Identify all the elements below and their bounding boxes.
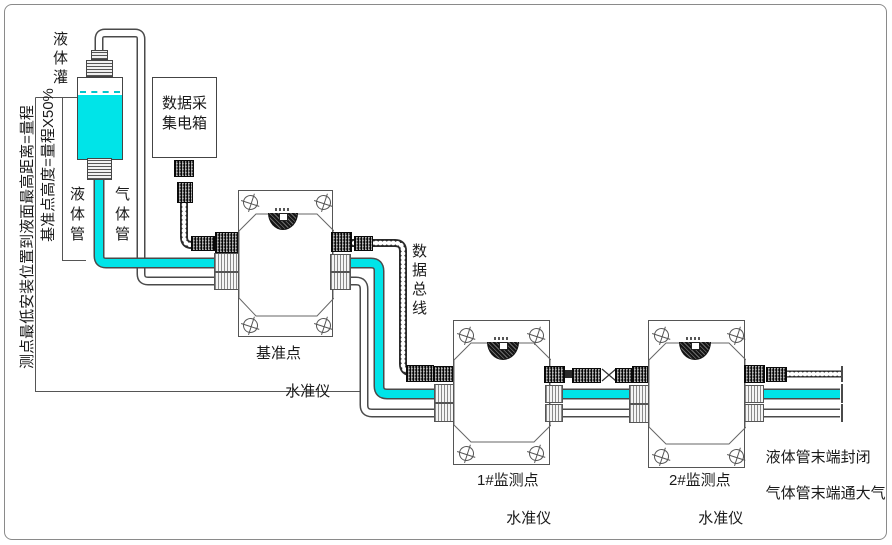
data-bus-label: 数据总线 xyxy=(410,243,427,319)
threaded-connector xyxy=(629,404,649,423)
tank-top-fitting xyxy=(86,60,113,77)
tank-liquid-surface-line xyxy=(80,91,120,93)
bolt-icon xyxy=(727,326,746,345)
data-box-label-line2: 集电箱 xyxy=(161,115,207,132)
dimension-label-range: 测点最低安装位置到液面最高距离=量程 xyxy=(19,105,36,369)
threaded-connector xyxy=(545,385,563,403)
data-acquisition-box: 数据采 集电箱 xyxy=(152,77,217,158)
page-border xyxy=(4,4,887,540)
braid-connector xyxy=(766,367,787,382)
braid-connector xyxy=(572,368,601,383)
bolt-icon xyxy=(314,316,333,335)
bolt-icon xyxy=(457,444,476,463)
end-note-line2: 气体管末端通大气 xyxy=(765,485,886,502)
liquid-tube-label: 液体管 xyxy=(68,186,85,246)
braid-connector xyxy=(744,365,765,383)
braid-connector xyxy=(331,232,352,252)
braid-connector xyxy=(191,236,215,251)
end-note-line1: 液体管末端封闭 xyxy=(765,449,871,466)
data-box-connector xyxy=(177,182,193,203)
threaded-connector xyxy=(434,403,454,422)
vent-marking xyxy=(275,208,290,211)
bolt-icon xyxy=(652,326,671,345)
threaded-connector xyxy=(629,385,649,404)
threaded-connector xyxy=(214,253,239,272)
tank-top-cap-fitting xyxy=(91,50,108,60)
threaded-connector xyxy=(330,254,351,272)
vent-marking xyxy=(686,337,701,340)
sensor-dome-icon xyxy=(679,342,711,360)
threaded-connector xyxy=(214,272,239,290)
bolt-icon xyxy=(527,444,546,463)
bolt-icon xyxy=(241,316,260,335)
bolt-icon xyxy=(457,326,476,345)
braid-connector xyxy=(544,366,565,383)
braid-connector xyxy=(615,368,632,383)
data-box-connector xyxy=(174,160,194,177)
label-line: 水准仪 xyxy=(698,510,744,527)
monitor1-leveler-label: 1#监测点 水准仪 xyxy=(477,471,551,528)
braid-connector xyxy=(354,236,373,251)
tube-end-note: 液体管末端封闭 气体管末端通大气 xyxy=(749,431,886,521)
bolt-icon xyxy=(652,447,671,466)
bolt-icon xyxy=(527,326,546,345)
braid-connector xyxy=(406,365,434,382)
label-line: 水准仪 xyxy=(506,510,552,527)
threaded-connector xyxy=(744,404,764,422)
monitor2-leveler-body xyxy=(648,320,746,468)
data-box-label-line1: 数据采 xyxy=(161,95,207,112)
threaded-connector xyxy=(434,384,454,403)
threaded-connector xyxy=(330,272,351,290)
reference-leveler-label: 基准点 水准仪 xyxy=(256,344,330,401)
monitor2-leveler-label: 2#监测点 水准仪 xyxy=(669,471,743,528)
braid-connector xyxy=(433,366,453,382)
threaded-connector xyxy=(744,385,764,403)
label-line: 基准点 xyxy=(256,345,302,362)
tank-label: 液体灌 xyxy=(51,31,68,88)
bolt-icon xyxy=(727,447,746,466)
vent-marking xyxy=(494,337,509,340)
reference-leveler-body xyxy=(238,190,334,337)
dimension-label-reference-height: 基准点高度=量程X50% xyxy=(40,88,57,242)
bolt-icon xyxy=(314,193,333,212)
tank-liquid-fill xyxy=(78,95,122,159)
sensor-dome-icon xyxy=(268,213,298,230)
label-line: 水准仪 xyxy=(285,383,331,400)
label-line: 2#监测点 xyxy=(669,472,731,489)
gas-tube-label: 气体管 xyxy=(113,186,130,246)
label-line: 1#监测点 xyxy=(477,472,539,489)
sensor-dome-icon xyxy=(487,342,519,360)
liquid-tank xyxy=(77,77,123,160)
bolt-icon xyxy=(241,193,260,212)
threaded-connector xyxy=(545,404,563,422)
tank-bottom-fitting xyxy=(87,158,112,180)
monitor1-leveler-body xyxy=(453,320,551,465)
braid-connector xyxy=(632,366,648,383)
braid-connector xyxy=(215,232,238,253)
